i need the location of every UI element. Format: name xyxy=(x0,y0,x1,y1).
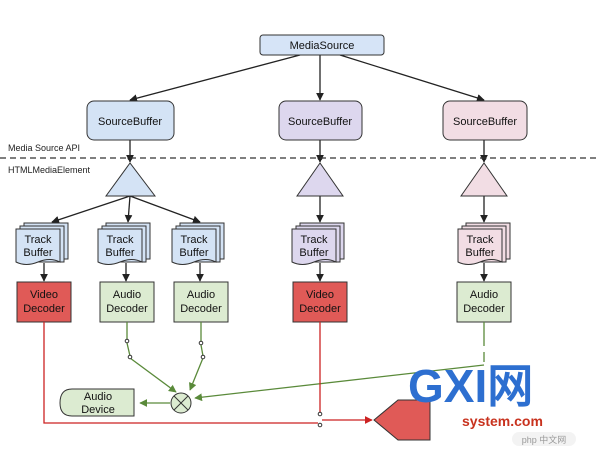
track-buffer-audio-blue-2: Track Buffer xyxy=(171,222,225,265)
svg-text:Track: Track xyxy=(180,234,208,246)
watermark-domain: system.com xyxy=(462,413,543,429)
html-media-element-label: HTMLMediaElement xyxy=(8,165,91,175)
svg-text:Buffer: Buffer xyxy=(299,247,328,259)
splitter-triangle-purple xyxy=(296,162,344,197)
svg-text:Track: Track xyxy=(24,234,52,246)
svg-text:Audio: Audio xyxy=(470,289,498,301)
svg-text:Buffer: Buffer xyxy=(465,247,494,259)
watermark-brand: GXI网 xyxy=(408,360,533,412)
svg-text:Audio: Audio xyxy=(113,289,141,301)
switch-contact xyxy=(124,338,130,344)
source-buffer-label: SourceBuffer xyxy=(453,116,517,128)
track-buffer-pink: Track Buffer xyxy=(457,222,511,265)
video-paths xyxy=(43,322,373,424)
video-decoder-left: Video Decoder xyxy=(16,281,72,323)
svg-text:Track: Track xyxy=(106,234,134,246)
audio-decoder-2: Audio Decoder xyxy=(173,281,229,323)
source-buffer-label: SourceBuffer xyxy=(288,116,352,128)
source-buffer-pink: SourceBuffer xyxy=(442,100,528,141)
splitter-triangle-blue xyxy=(105,162,157,197)
svg-text:Video: Video xyxy=(30,289,58,301)
svg-text:Decoder: Decoder xyxy=(106,303,148,315)
video-decoder-right: Video Decoder xyxy=(292,281,348,323)
svg-text:Audio: Audio xyxy=(187,289,215,301)
splitter-triangle-pink xyxy=(460,162,508,197)
svg-text:Buffer: Buffer xyxy=(179,247,208,259)
svg-text:Buffer: Buffer xyxy=(105,247,134,259)
svg-text:Track: Track xyxy=(300,234,328,246)
svg-text:Device: Device xyxy=(81,404,115,416)
switch-contact xyxy=(200,354,206,360)
audio-decoder-3: Audio Decoder xyxy=(456,281,512,323)
video-output-node xyxy=(373,399,431,441)
svg-text:Video: Video xyxy=(306,289,334,301)
source-buffer-blue: SourceBuffer xyxy=(86,100,175,141)
watermark: GXI网 system.com php 中文网 xyxy=(408,360,576,446)
audio-mixer xyxy=(170,392,192,414)
audio-paths xyxy=(126,322,485,407)
media-source-node: MediaSource xyxy=(259,34,385,56)
audio-decoder-1: Audio Decoder xyxy=(99,281,155,323)
switch-contact xyxy=(127,354,133,360)
source-buffer-label: SourceBuffer xyxy=(98,116,162,128)
switch-contact xyxy=(317,411,323,417)
svg-text:Decoder: Decoder xyxy=(23,303,65,315)
track-buffer-purple: Track Buffer xyxy=(291,222,345,265)
track-buffer-video-blue: Track Buffer xyxy=(15,222,69,265)
track-buffer-audio-blue-1: Track Buffer xyxy=(97,222,151,265)
switch-contact xyxy=(317,422,323,428)
media-source-label: MediaSource xyxy=(290,40,355,52)
media-source-api-label: Media Source API xyxy=(8,143,80,153)
svg-text:Decoder: Decoder xyxy=(299,303,341,315)
svg-text:Decoder: Decoder xyxy=(180,303,222,315)
svg-text:Audio: Audio xyxy=(84,391,112,403)
audio-device-node: Audio Device xyxy=(59,388,135,417)
mediasource-connections xyxy=(40,54,488,282)
switch-contact xyxy=(198,340,204,346)
source-buffer-purple: SourceBuffer xyxy=(278,100,363,141)
watermark-badge: php 中文网 xyxy=(522,434,567,445)
svg-text:Decoder: Decoder xyxy=(463,303,505,315)
svg-text:Track: Track xyxy=(466,234,494,246)
svg-text:Buffer: Buffer xyxy=(23,247,52,259)
